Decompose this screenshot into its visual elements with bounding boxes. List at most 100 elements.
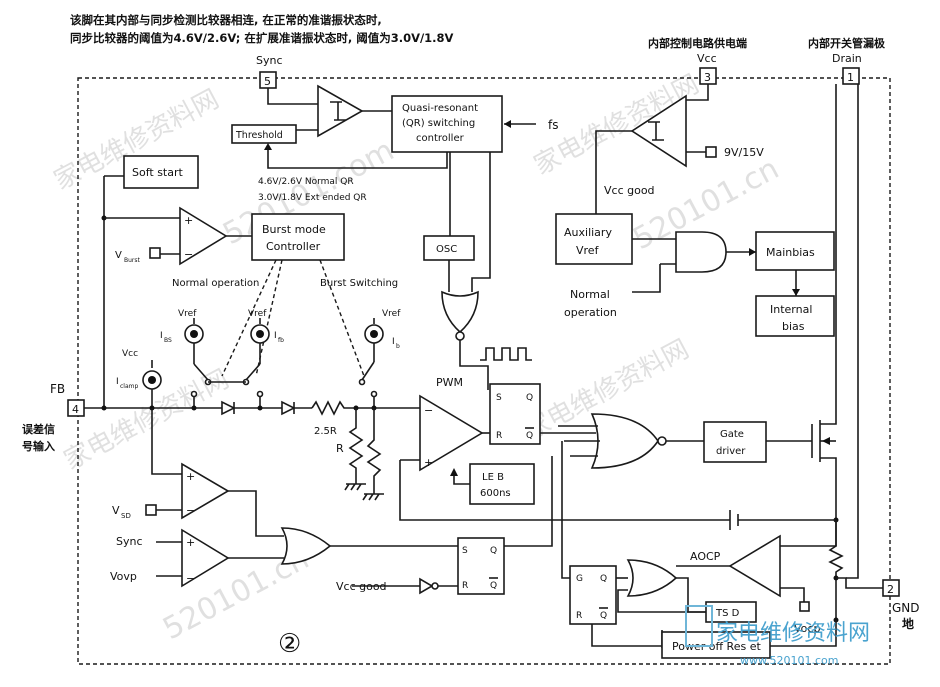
aux-vref-label-1: Auxiliary [564, 226, 612, 239]
normal-op-label-1: Normal [570, 288, 610, 301]
svg-text:Q: Q [600, 574, 607, 584]
threshold-label: Threshold [235, 130, 283, 141]
burst-mode-controller-block [251, 213, 345, 261]
pin-sync-number: 5 [264, 75, 271, 88]
svg-text:I: I [392, 337, 395, 347]
svg-text:Q: Q [600, 611, 607, 621]
threshold-block [231, 124, 297, 144]
auxiliary-vref-block [555, 213, 633, 265]
pin-vcc-label: Vcc [697, 52, 717, 65]
v-burst-label: V [115, 250, 122, 261]
site-logo-url: www.520101.com [740, 654, 838, 667]
internal-bias-label-1: Internal [770, 303, 812, 316]
burst-mode-label-1: Burst mode [262, 223, 326, 236]
page-number: ② [278, 629, 301, 659]
aocp-or-gate [626, 559, 678, 597]
pwm-flip-flop [489, 383, 541, 445]
leb-block [469, 463, 535, 505]
normal-operation-label: Normal operation [172, 278, 259, 289]
pwm-comparator [419, 394, 484, 472]
qr-controller-label-2: (QR) switching [402, 118, 475, 129]
svg-text:Vref: Vref [248, 309, 267, 319]
svg-text:−: − [186, 572, 195, 585]
svg-text:R: R [462, 581, 468, 591]
vcc-good-label: Vcc good [604, 184, 655, 197]
qr-controller-label-1: Quasi-resonant [402, 103, 478, 114]
svg-text:clamp: clamp [120, 383, 138, 390]
fs-label: fs [548, 118, 558, 132]
svg-text:Q: Q [526, 431, 533, 441]
ovp-comparator [181, 528, 230, 588]
svg-text:I: I [116, 377, 119, 387]
power-off-reset-label: Power off Res et [672, 640, 761, 653]
pin-sync: Sync 5 [256, 54, 283, 89]
current-source-ib: Vref I b [364, 309, 401, 362]
sync-input-label: Sync [116, 535, 143, 548]
gate-driver-label-2: driver [716, 446, 746, 457]
pin-fb-label: FB [50, 382, 65, 396]
pin-gnd-caption: 地 [902, 616, 914, 631]
svg-text:S: S [496, 393, 502, 403]
pin-drain-label: Drain [832, 52, 862, 65]
svg-text:+: + [184, 214, 193, 227]
v-burst-sub: Burst [124, 257, 141, 264]
svg-text:+: + [424, 456, 433, 469]
svg-text:S: S [462, 546, 468, 556]
pin-fb: FB 4 误差信 号输入 [22, 382, 85, 453]
svg-text:+: + [186, 536, 195, 549]
svg-text:I: I [274, 331, 277, 341]
current-source-ibs: Vref I BS [160, 309, 204, 364]
pwm-label: PWM [436, 376, 463, 389]
aux-vref-label-2: Vref [576, 244, 600, 257]
v-sd-sub: SD [121, 512, 131, 520]
vocp-label: Vocp [794, 622, 820, 635]
normal-qr-label: 4.6V/2.6V Normal QR [258, 177, 354, 187]
site-logo: 家电维修资料网 www.520101.com [685, 605, 870, 667]
qr-controller-block [391, 95, 503, 153]
pin-fb-caption-2: 号输入 [22, 439, 55, 453]
mainbias-label: Mainbias [766, 246, 815, 259]
qr-controller-label-3: controller [416, 133, 465, 144]
current-source-ifb: Vref I fb [248, 309, 284, 364]
svg-text:b: b [396, 343, 400, 350]
pin-gnd-label: GND [892, 601, 920, 615]
res-2r-label: 2.5R [314, 426, 337, 437]
power-mosfet [811, 84, 837, 546]
g-flip-flop [569, 565, 617, 625]
protection-or-gate [280, 527, 332, 565]
svg-text:BS: BS [164, 337, 172, 344]
aocp-label: AOCP [690, 550, 721, 563]
svg-text:−: − [184, 248, 193, 261]
svg-text:Q: Q [526, 393, 533, 403]
pin-drain-number: 1 [847, 71, 854, 84]
vcc-good-label-2: Vcc good [336, 580, 387, 593]
pin-sync-label: Sync [256, 54, 283, 67]
pin-fb-caption-1: 误差信 [22, 422, 55, 436]
svg-text:I: I [160, 331, 163, 341]
osc-label: OSC [436, 244, 457, 255]
sync-comparator [317, 84, 364, 138]
uvlo-label: 9V/15V [724, 146, 764, 159]
svg-text:R: R [576, 611, 582, 621]
header-line-2: 同步比较器的阈值为4.6V/2.6V; 在扩展准谐振状态时, 阈值为3.0V/1… [70, 31, 454, 45]
pin-drain-caption: 内部开关管漏极 [808, 36, 886, 50]
pin-drain: 内部开关管漏极 Drain 1 [808, 36, 886, 85]
pin-vcc-number: 3 [704, 71, 711, 84]
res-r-label: R [336, 442, 344, 455]
sd-comparator [181, 462, 230, 520]
svg-text:+: + [186, 470, 195, 483]
svg-text:fb: fb [278, 337, 284, 344]
aocp-comparator [728, 534, 781, 598]
svg-text:−: − [186, 504, 195, 517]
vovp-label: Vovp [110, 570, 137, 583]
clamp-vcc-label: Vcc [122, 349, 138, 359]
leb-label-2: 600ns [480, 488, 511, 499]
internal-bias-block [755, 295, 835, 337]
output-nor-gate [590, 413, 659, 469]
pin-gnd: 2 GND 地 [882, 579, 920, 631]
pin-vcc-caption: 内部控制电路供电端 [648, 36, 747, 50]
svg-text:Q: Q [490, 581, 497, 591]
gate-driver-block [703, 421, 767, 463]
burst-comparator [179, 206, 228, 266]
